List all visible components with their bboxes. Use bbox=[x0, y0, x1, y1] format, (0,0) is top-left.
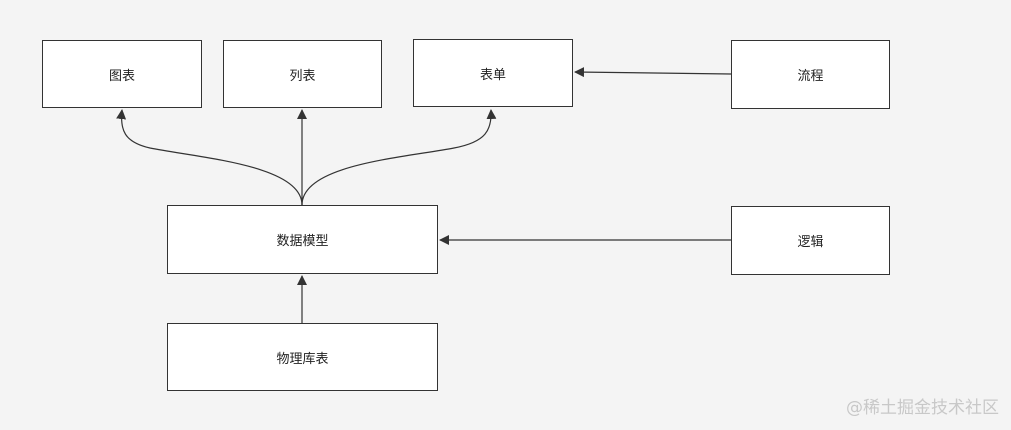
edge-data-model-to-chart bbox=[116, 109, 303, 206]
node-list: 列表 bbox=[223, 40, 382, 108]
node-form: 表单 bbox=[413, 39, 573, 107]
node-chart: 图表 bbox=[42, 40, 202, 108]
node-physical-table-label: 物理库表 bbox=[276, 351, 329, 367]
edge-flow-to-form bbox=[574, 67, 732, 78]
node-logic-label: 逻辑 bbox=[797, 235, 824, 250]
node-logic: 逻辑 bbox=[731, 206, 890, 275]
watermark: @稀土掘金技术社区 bbox=[846, 398, 999, 418]
node-form-label: 表单 bbox=[479, 67, 506, 83]
edge-data-model-to-form bbox=[301, 109, 497, 206]
node-data-model-label: 数据模型 bbox=[276, 234, 329, 249]
node-chart-label: 图表 bbox=[108, 68, 135, 84]
node-flow: 流程 bbox=[731, 40, 890, 109]
node-list-label: 列表 bbox=[289, 68, 316, 84]
node-data-model: 数据模型 bbox=[167, 205, 438, 274]
node-flow-label: 流程 bbox=[797, 69, 824, 84]
node-physical-table: 物理库表 bbox=[167, 323, 438, 391]
